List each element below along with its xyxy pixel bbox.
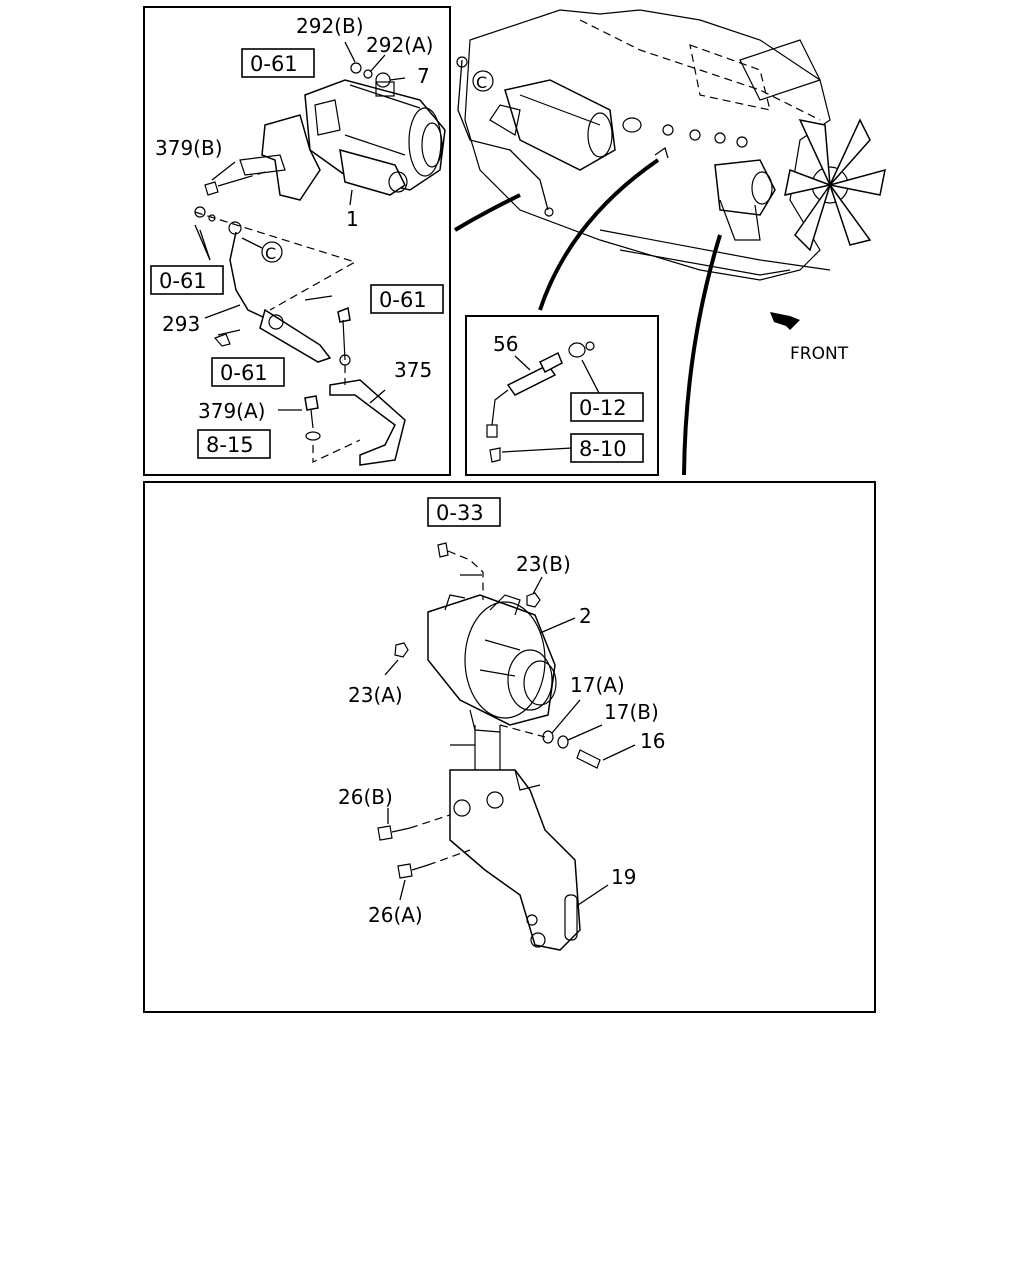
svg-text:0-12: 0-12 xyxy=(579,396,627,420)
label-56: 56 xyxy=(493,332,518,356)
label-17b: 17(B) xyxy=(604,700,659,724)
svg-text:0-61: 0-61 xyxy=(250,52,298,76)
svg-text:0-61: 0-61 xyxy=(159,269,207,293)
connector-mark-c-cable: C xyxy=(241,237,283,263)
label-23a: 23(A) xyxy=(348,683,403,707)
ref-box-061-left[interactable]: 0-61 xyxy=(150,265,224,295)
svg-text:8-10: 8-10 xyxy=(579,437,627,461)
alternator-detail-frame xyxy=(143,481,876,1013)
label-23b: 23(B) xyxy=(516,552,571,576)
front-arrow-icon xyxy=(770,312,800,330)
svg-text:C: C xyxy=(476,73,487,92)
svg-text:0-61: 0-61 xyxy=(220,361,268,385)
label-375: 375 xyxy=(394,358,432,382)
label-1: 1 xyxy=(346,207,359,231)
svg-text:C: C xyxy=(265,244,276,263)
label-7: 7 xyxy=(417,64,430,88)
connector-mark-c-engine: C xyxy=(472,70,494,92)
ref-box-012[interactable]: 0-12 xyxy=(570,392,644,422)
label-26a: 26(A) xyxy=(368,903,423,927)
label-2: 2 xyxy=(579,604,592,628)
engine-fan xyxy=(784,118,886,252)
label-379a: 379(A) xyxy=(198,399,265,423)
label-16: 16 xyxy=(640,729,665,753)
alternator-assembly xyxy=(384,542,636,769)
ref-box-061-right[interactable]: 0-61 xyxy=(370,284,444,314)
ref-box-810[interactable]: 8-10 xyxy=(570,433,644,463)
label-292b: 292(B) xyxy=(296,14,364,38)
label-26b: 26(B) xyxy=(338,785,393,809)
label-17a: 17(A) xyxy=(570,673,625,697)
alternator-bracket xyxy=(377,725,609,951)
label-19: 19 xyxy=(611,865,636,889)
engine-overview xyxy=(453,9,886,476)
starter-cable xyxy=(194,206,357,363)
starter-stay xyxy=(278,295,406,466)
svg-text:0-33: 0-33 xyxy=(436,501,484,525)
ref-box-061-top[interactable]: 0-61 xyxy=(241,48,315,78)
sensor-assembly xyxy=(486,341,601,463)
sensor-detail-frame xyxy=(465,315,659,476)
front-direction-label: FRONT xyxy=(790,344,849,364)
label-292a: 292(A) xyxy=(366,33,433,57)
svg-text:0-61: 0-61 xyxy=(379,288,427,312)
ref-box-815[interactable]: 8-15 xyxy=(197,429,271,459)
svg-text:8-15: 8-15 xyxy=(206,433,254,457)
starter-assembly xyxy=(204,41,446,206)
ref-box-061-bottom[interactable]: 0-61 xyxy=(211,357,285,387)
starter-detail-frame xyxy=(143,6,451,476)
label-293: 293 xyxy=(162,312,200,336)
ref-box-033[interactable]: 0-33 xyxy=(427,497,501,527)
label-379b: 379(B) xyxy=(155,136,223,160)
